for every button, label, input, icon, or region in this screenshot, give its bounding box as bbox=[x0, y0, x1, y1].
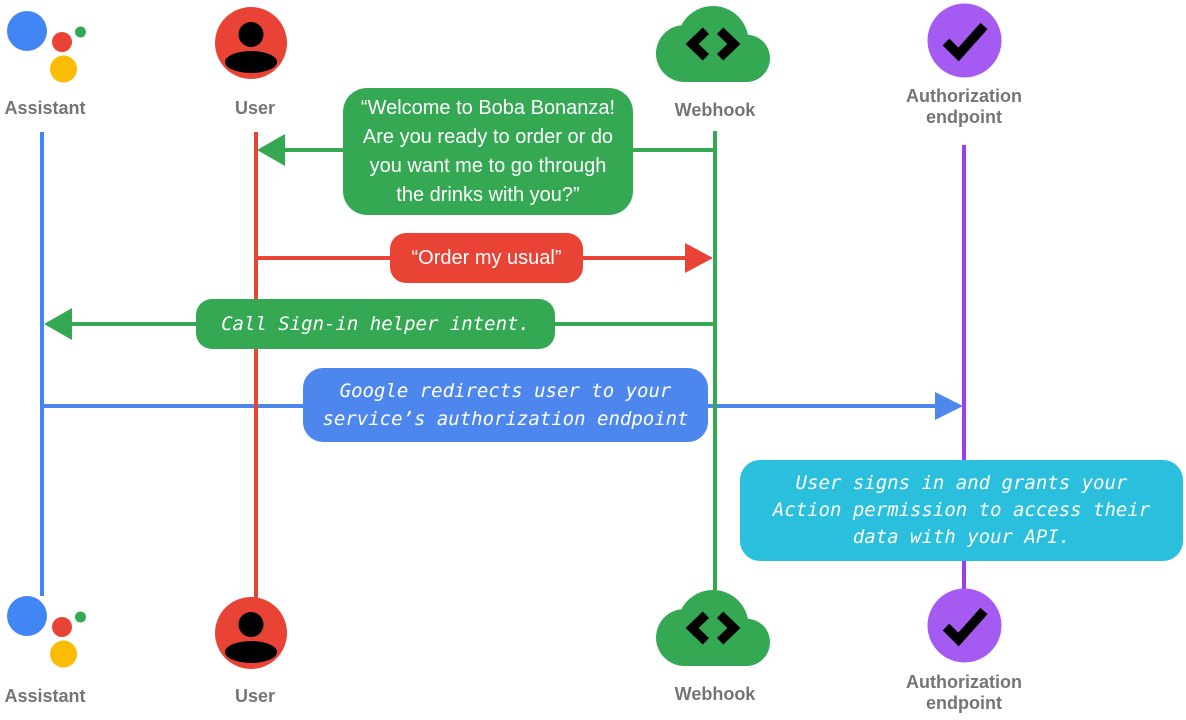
message-welcome-line2: Are you ready to order or do bbox=[362, 125, 614, 148]
lifeline-authorization-endpoint bbox=[962, 145, 966, 589]
cloud-code-icon bbox=[656, 6, 770, 83]
message-signin-text: Call Sign-in helper intent. bbox=[221, 313, 530, 335]
arrow-signin-left-arrowhead-icon bbox=[44, 308, 72, 340]
actor-label-authorization-line2: endpoint bbox=[926, 693, 1002, 713]
actor-label-authorization-endpoint: Authorization endpoint bbox=[889, 86, 1039, 128]
cloud-code-icon bbox=[656, 590, 770, 667]
actor-label-user: User bbox=[234, 98, 276, 118]
message-grant-line3: data with your API. bbox=[852, 526, 1071, 548]
actor-label-authorization-line1: Authorization bbox=[906, 672, 1022, 692]
lifeline-user bbox=[254, 132, 258, 598]
google-assistant-logo-icon bbox=[7, 596, 86, 668]
arrow-welcome-left-arrowhead-icon bbox=[257, 134, 285, 166]
user-icon bbox=[215, 7, 287, 79]
message-redirect-line1: Google redirects user to your bbox=[339, 380, 672, 402]
actor-label-authorization-endpoint: Authorization endpoint bbox=[889, 672, 1039, 714]
actor-label-webhook: Webhook bbox=[674, 100, 756, 120]
actor-label-authorization-line2: endpoint bbox=[926, 107, 1002, 127]
actor-label-user: User bbox=[234, 686, 276, 706]
message-welcome-line3: you want me to go through bbox=[369, 154, 607, 177]
message-grant-note: User signs in and grants your Action per… bbox=[740, 460, 1183, 561]
message-redirect-line2: service’s authorization endpoint bbox=[322, 408, 689, 430]
message-grant-line1: User signs in and grants your bbox=[795, 472, 1128, 494]
message-order-bubble: “Order my usual” bbox=[390, 233, 583, 283]
lifeline-webhook bbox=[713, 131, 717, 590]
actor-label-assistant: Assistant bbox=[4, 686, 86, 706]
arrow-redirect-right-arrowhead-icon bbox=[935, 392, 963, 420]
message-welcome-line1: “Welcome to Boba Bonanza! bbox=[360, 96, 616, 119]
message-redirect-bubble: Google redirects user to your service’s … bbox=[303, 368, 708, 442]
message-signin-bubble: Call Sign-in helper intent. bbox=[196, 299, 555, 349]
message-welcome-line4: the drinks with you?” bbox=[396, 183, 580, 206]
actor-label-assistant: Assistant bbox=[4, 98, 86, 118]
check-circle-icon bbox=[927, 3, 1002, 78]
user-icon bbox=[215, 597, 287, 669]
actor-label-webhook: Webhook bbox=[674, 684, 756, 704]
actor-label-authorization-line1: Authorization bbox=[906, 86, 1022, 106]
message-welcome-bubble: “Welcome to Boba Bonanza! Are you ready … bbox=[343, 88, 633, 215]
arrow-order-right-arrowhead-icon bbox=[685, 243, 713, 273]
google-assistant-logo-icon bbox=[7, 11, 86, 83]
lifeline-assistant bbox=[40, 132, 44, 596]
message-order-text: “Order my usual” bbox=[411, 246, 562, 269]
message-grant-line2: Action permission to access their bbox=[772, 499, 1151, 521]
check-circle-icon bbox=[927, 588, 1002, 663]
